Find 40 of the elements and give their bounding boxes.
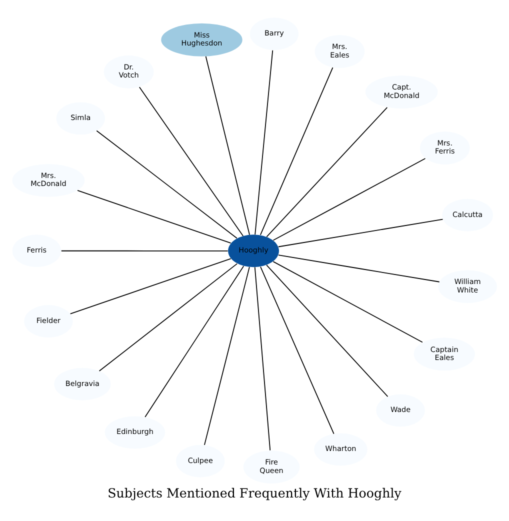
node-ellipse: Mrs. McDonald: [12, 163, 85, 196]
connector: [278, 218, 444, 247]
connector: [272, 260, 423, 342]
node-ellipse: Hooghly: [228, 234, 279, 267]
node-ellipse: Simla: [56, 102, 105, 134]
connector: [254, 266, 271, 450]
node-ellipse: Miss Hughesdon: [161, 22, 242, 56]
connector: [272, 158, 426, 240]
node-ellipse: Mrs. Ferris: [420, 130, 470, 164]
node-ellipse: Dr. Votch: [104, 54, 154, 88]
connector: [98, 262, 238, 371]
node-ellipse: Fielder: [24, 304, 73, 338]
connector: [260, 66, 334, 235]
node-ellipse: Culpee: [176, 444, 225, 477]
node-ellipse: Calcutta: [442, 198, 494, 231]
connector: [144, 265, 244, 417]
node-ellipse: Belgravia: [54, 367, 111, 400]
connector: [266, 264, 388, 397]
connector: [254, 49, 274, 235]
connector: [266, 106, 388, 237]
node-ellipse: Fire Queen: [243, 450, 300, 484]
node-ellipse: William White: [438, 270, 497, 303]
connector: [77, 189, 232, 244]
node-ellipse: Mrs. Eales: [314, 34, 365, 68]
connector: [70, 258, 232, 314]
diagram-title: Subjects Mentioned Frequently With Hooghly: [108, 484, 402, 500]
connector: [204, 266, 250, 445]
connector: [205, 55, 250, 235]
connector: [260, 266, 334, 434]
connector: [278, 254, 440, 282]
node-ellipse: Ferris: [12, 234, 62, 267]
connector: [60, 250, 228, 251]
connector: [96, 130, 238, 238]
connector: [138, 86, 244, 236]
node-ellipse: Barry: [250, 17, 299, 50]
node-ellipse: Wade: [376, 394, 425, 426]
node-ellipse: Wharton: [314, 432, 368, 466]
node-ellipse: Edinburgh: [104, 416, 166, 448]
node-ellipse: Captain Eales: [414, 337, 475, 370]
node-ellipse: Capt. McDonald: [365, 75, 438, 108]
